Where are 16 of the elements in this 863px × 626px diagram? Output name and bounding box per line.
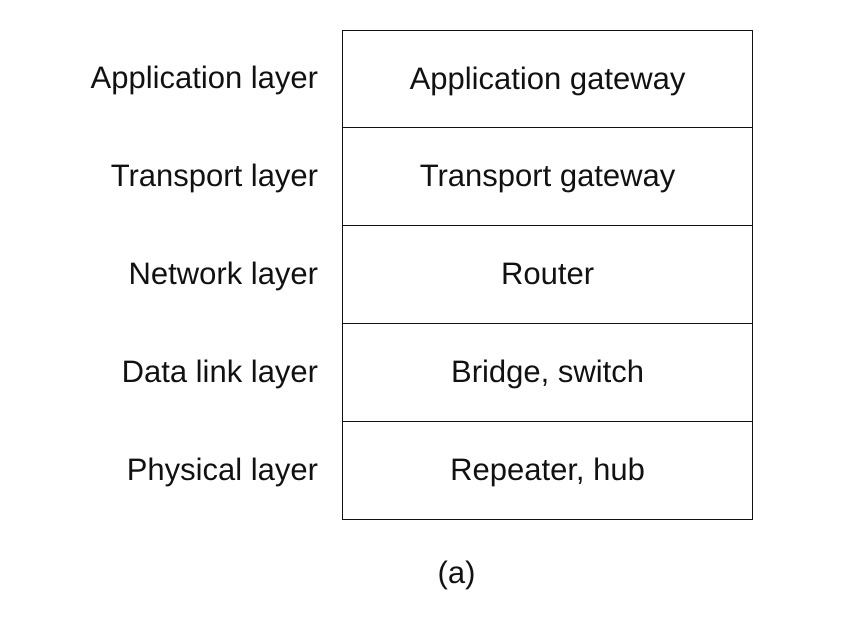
device-box xyxy=(342,30,753,128)
device-name: Transport gateway xyxy=(420,158,676,194)
layer-label: Application layer xyxy=(90,60,318,96)
device-box xyxy=(342,322,753,422)
device-name: Bridge, switch xyxy=(451,354,644,390)
caption: (a) xyxy=(436,555,476,591)
device-box xyxy=(342,420,753,520)
layer-label: Network layer xyxy=(128,256,318,292)
device-box xyxy=(342,126,753,226)
layer-label: Data link layer xyxy=(122,354,318,390)
device-box xyxy=(342,224,753,324)
device-name: Application gateway xyxy=(410,61,686,97)
layer-label: Physical layer xyxy=(126,452,318,488)
device-name: Router xyxy=(500,256,594,292)
device-name: Repeater, hub xyxy=(450,452,645,488)
layer-label: Transport layer xyxy=(110,158,318,194)
